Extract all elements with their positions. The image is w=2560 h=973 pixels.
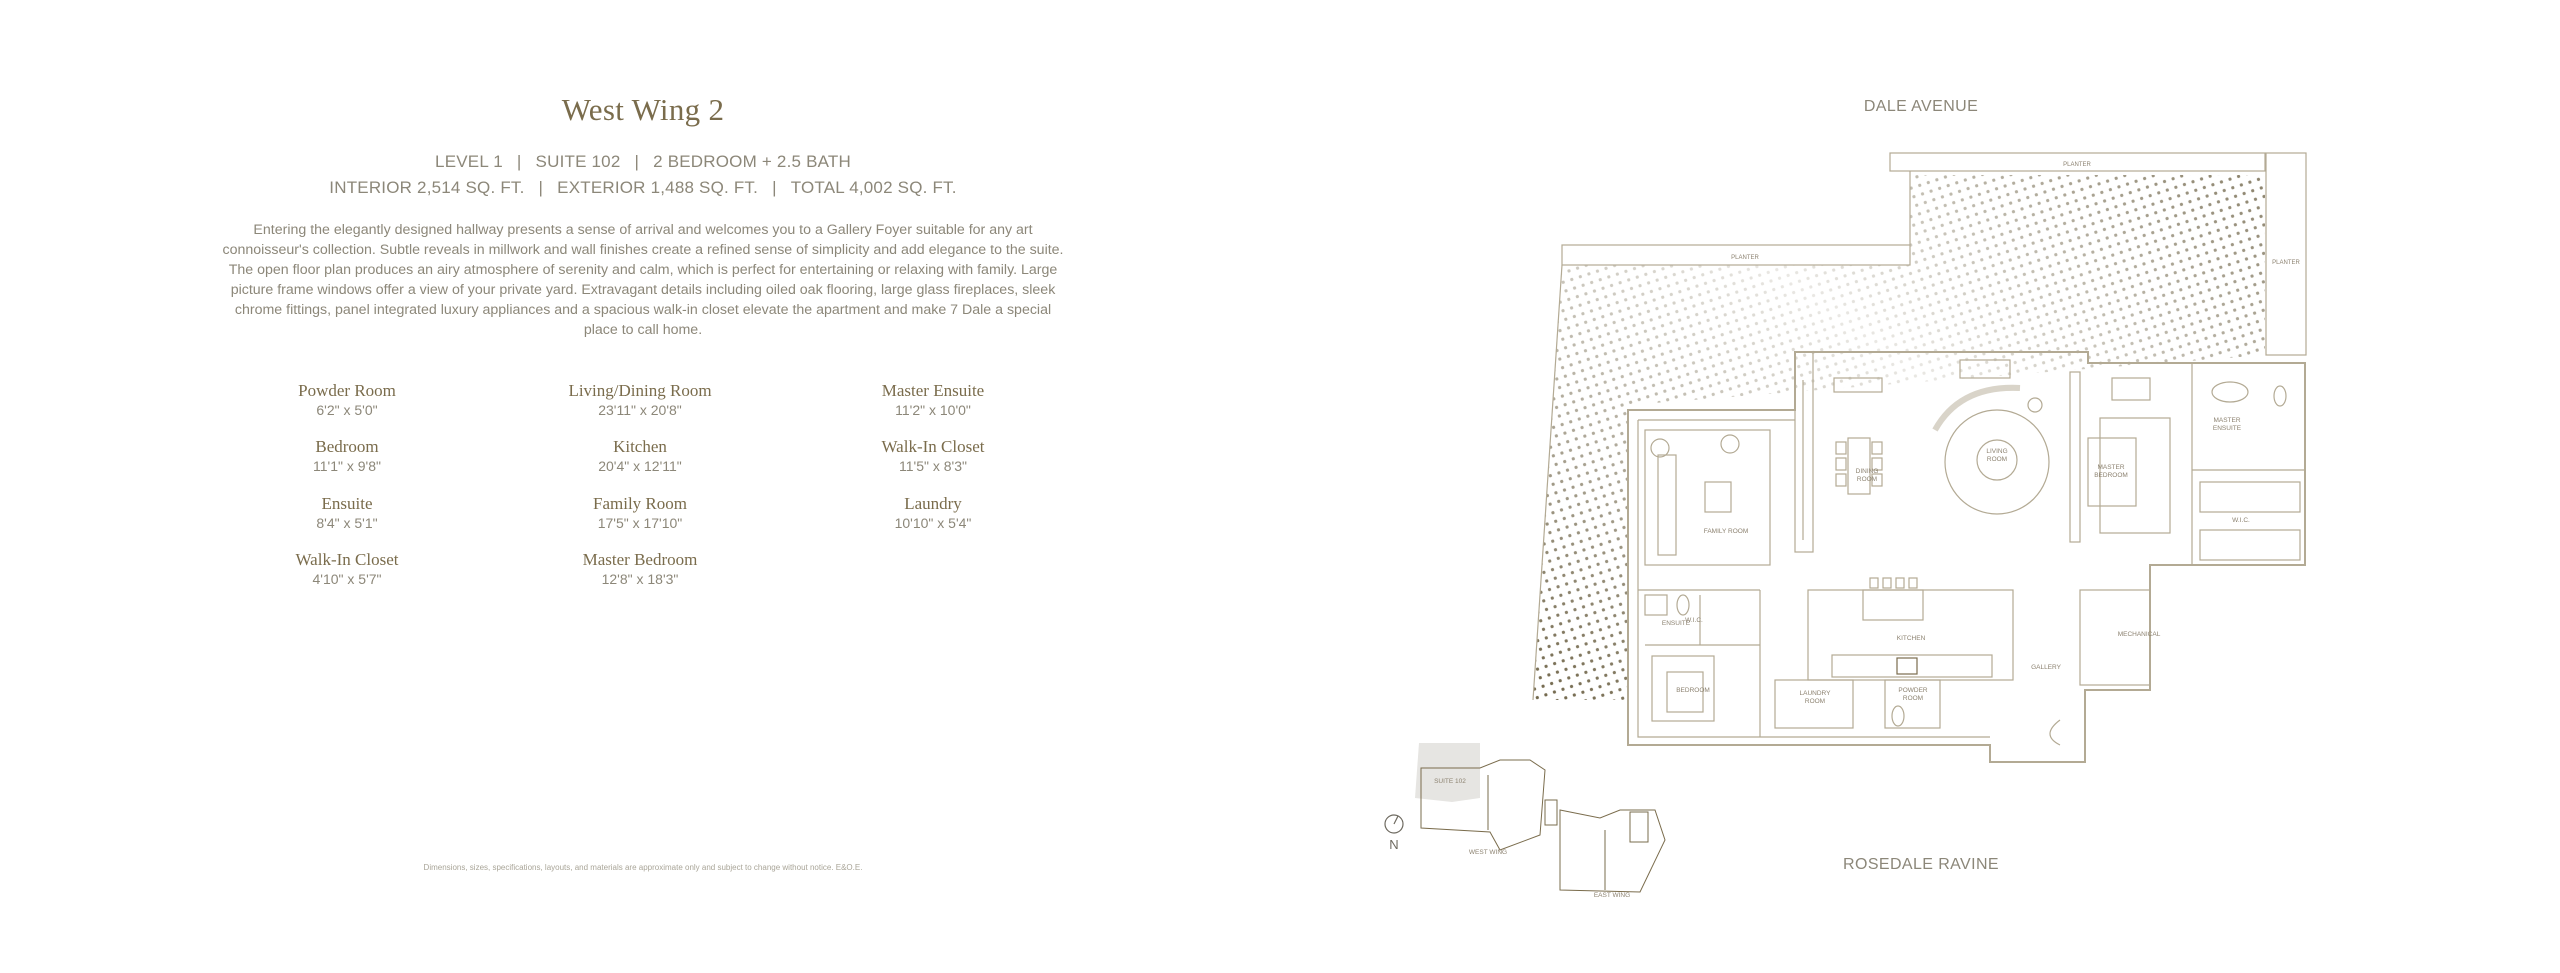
room-name: Ensuite (321, 494, 373, 513)
street-label-bottom: ROSEDALE RAVINE (1843, 856, 1999, 873)
room-name: Powder Room (298, 381, 396, 400)
suite-summary-line-2: INTERIOR 2,514 SQ. FT. | EXTERIOR 1,488 SQ… (243, 178, 1043, 198)
planter-label: PLANTER (1731, 255, 1759, 261)
room-master-walk-in-closet: Walk-In Closet 11'5" x 8'3" (803, 437, 1063, 475)
room-name: Family Room (593, 494, 687, 513)
room-dims: 10'10" x 5'4" (894, 515, 972, 531)
label-master-bedroom: BEDROOM (2094, 472, 2128, 479)
room-dims: 8'4" x 5'1" (316, 515, 378, 531)
room-family-room: Family Room 17'5" x 17'10" (510, 494, 770, 532)
suite-summary-line-1: LEVEL 1 | SUITE 102 | 2 BEDROOM + 2.5 BATH (243, 152, 1043, 172)
level: LEVEL 1 (435, 152, 503, 171)
street-label-top: DALE AVENUE (1863, 98, 1979, 115)
exterior-area: EXTERIOR 1,488 SQ. FT. (557, 178, 759, 197)
bedroom-rug (1651, 655, 1715, 722)
planter-left (1561, 244, 1911, 266)
room-living-dining: Living/Dining Room 23'11" x 20'8" (510, 381, 770, 419)
room-name: Kitchen (613, 437, 667, 456)
label-mechanical: MECHANICAL (2118, 631, 2161, 638)
room-dims: 12'8" x 18'3" (601, 571, 679, 587)
mechanical-room (2079, 589, 2151, 686)
building-outline (1627, 351, 2306, 763)
room-dims: 11'1" x 9'8" (313, 458, 381, 474)
room-master-bedroom: Master Bedroom 12'8" x 18'3" (510, 550, 770, 588)
room-laundry: Laundry 10'10" x 5'4" (803, 494, 1063, 532)
room-dims: 6'2" x 5'0" (316, 402, 378, 418)
label-master-wic: W.I.C. (2232, 517, 2250, 524)
room-name: Bedroom (315, 437, 379, 456)
room-dims: 23'11" x 20'8" (598, 402, 682, 418)
label-laundry-room: ROOM (1805, 698, 1825, 705)
kitchen-island (1862, 589, 1924, 621)
label-living-room: LIVING (1986, 448, 2007, 455)
north-label: N (1389, 837, 1398, 852)
planter-label: PLANTER (2063, 162, 2091, 168)
room-kitchen: Kitchen 20'4" x 12'11" (510, 437, 770, 475)
suite-number: SUITE 102 (535, 152, 621, 171)
separator: | (516, 152, 522, 171)
master-bed (2087, 437, 2137, 507)
separator: | (772, 178, 777, 197)
living-room-rug (1944, 409, 2050, 515)
label-kitchen: KITCHEN (1897, 635, 1926, 642)
key-plan-east-wing: EAST WING (1594, 892, 1630, 899)
description: Entering the elegantly designed hallway … (222, 222, 1064, 338)
label-living-room: ROOM (1987, 456, 2007, 463)
room-name: Walk-In Closet (295, 550, 399, 569)
label-wic: W.I.C. (1685, 617, 1703, 624)
terrace-pattern (1533, 175, 2265, 700)
label-master-ensuite: ENSUITE (2213, 425, 2242, 432)
room-dims: 17'5" x 17'10" (597, 515, 683, 531)
north-arrow-icon (1384, 814, 1404, 834)
total-area: TOTAL 4,002 SQ. FT. (790, 178, 957, 197)
dining-table (1847, 437, 1871, 495)
page-title: West Wing 2 (561, 92, 725, 127)
label-master-bedroom: MASTER (2097, 464, 2124, 471)
key-plan: SUITE 102 WEST WING EAST WING (1415, 743, 1666, 899)
room-bedroom: Bedroom 11'1" x 9'8" (217, 437, 477, 475)
label-powder-room: POWDER (1898, 687, 1928, 694)
disclaimer: Dimensions, sizes, specifications, layou… (423, 863, 863, 872)
room-dims: 11'2" x 10'0" (895, 402, 971, 418)
label-dining-room: DINING (1856, 468, 1879, 475)
key-plan-suite-label: SUITE 102 (1434, 778, 1466, 785)
room-name: Master Ensuite (881, 381, 985, 400)
planter-right (2265, 152, 2307, 356)
room-dims: 20'4" x 12'11" (598, 458, 682, 474)
room-dims: 11'5" x 8'3" (899, 458, 967, 474)
bed-bath: 2 BEDROOM + 2.5 BATH (653, 152, 851, 171)
label-powder-room: ROOM (1903, 695, 1923, 702)
label-gallery: GALLERY (2031, 664, 2062, 671)
separator: | (634, 152, 640, 171)
room-ensuite: Ensuite 8'4" x 5'1" (217, 494, 477, 532)
room-dims: 4'10" x 5'7" (312, 571, 382, 587)
room-name: Master Bedroom (582, 550, 698, 569)
separator: | (538, 178, 544, 197)
label-dining-room: ROOM (1857, 476, 1877, 483)
family-room-rug (1644, 429, 1771, 566)
label-laundry-room: LAUNDRY (1800, 690, 1832, 697)
planter-label: PLANTER (2272, 260, 2300, 266)
label-master-ensuite: MASTER (2213, 417, 2240, 424)
label-ensuite: ENSUITE (1662, 620, 1691, 627)
room-walk-in-closet: Walk-In Closet 4'10" x 5'7" (217, 550, 477, 588)
label-family-room: FAMILY ROOM (1704, 528, 1749, 535)
room-name: Living/Dining Room (568, 381, 712, 400)
label-bedroom: BEDROOM (1676, 687, 1710, 694)
room-name: Walk-In Closet (881, 437, 985, 456)
key-plan-west-wing: WEST WING (1469, 849, 1507, 856)
planter-top (1889, 152, 2266, 172)
room-powder-room: Powder Room 6'2" x 5'0" (217, 381, 477, 419)
room-master-ensuite: Master Ensuite 11'2" x 10'0" (803, 381, 1063, 419)
room-name: Laundry (904, 494, 962, 513)
interior-area: INTERIOR 2,514 SQ. FT. (329, 178, 525, 197)
